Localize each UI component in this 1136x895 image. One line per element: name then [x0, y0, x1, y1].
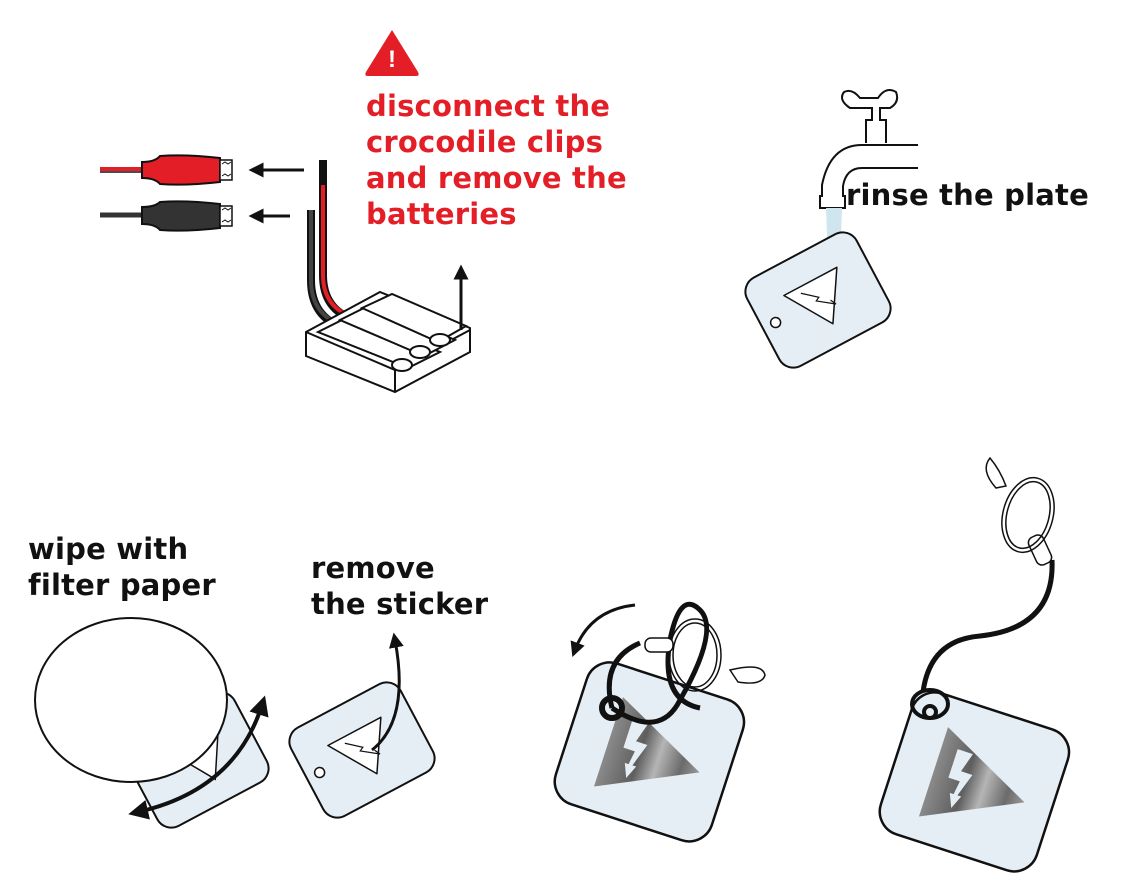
filter-paper-icon: [34, 617, 228, 783]
battery-wires: [307, 160, 357, 332]
warning-triangle-icon: !: [365, 30, 419, 76]
svg-text:!: !: [388, 46, 396, 73]
twist-arrow: [570, 603, 636, 658]
step-wipe-label: wipe with filter paper: [28, 532, 216, 602]
wipe-arrow: [128, 695, 269, 820]
step-rinse-label: rinse the plate: [846, 178, 1089, 212]
battery-pack-icon: [305, 290, 471, 394]
step-disconnect-label: disconnect the crocodile clips and remov…: [366, 89, 627, 231]
keyring-cord-icon: [553, 601, 766, 843]
red-crocodile-clip-icon: [100, 154, 233, 186]
wet-plate-icon: [744, 231, 892, 369]
peel-arrow: [371, 632, 404, 752]
disconnect-arrows: [248, 162, 304, 224]
keyring-plate-icon: [878, 456, 1071, 873]
plate-sticker-icon: [288, 681, 436, 819]
step-sticker-label: remove the sticker: [311, 551, 489, 621]
black-crocodile-clip-icon: [100, 200, 233, 232]
tap-icon: [819, 89, 918, 209]
